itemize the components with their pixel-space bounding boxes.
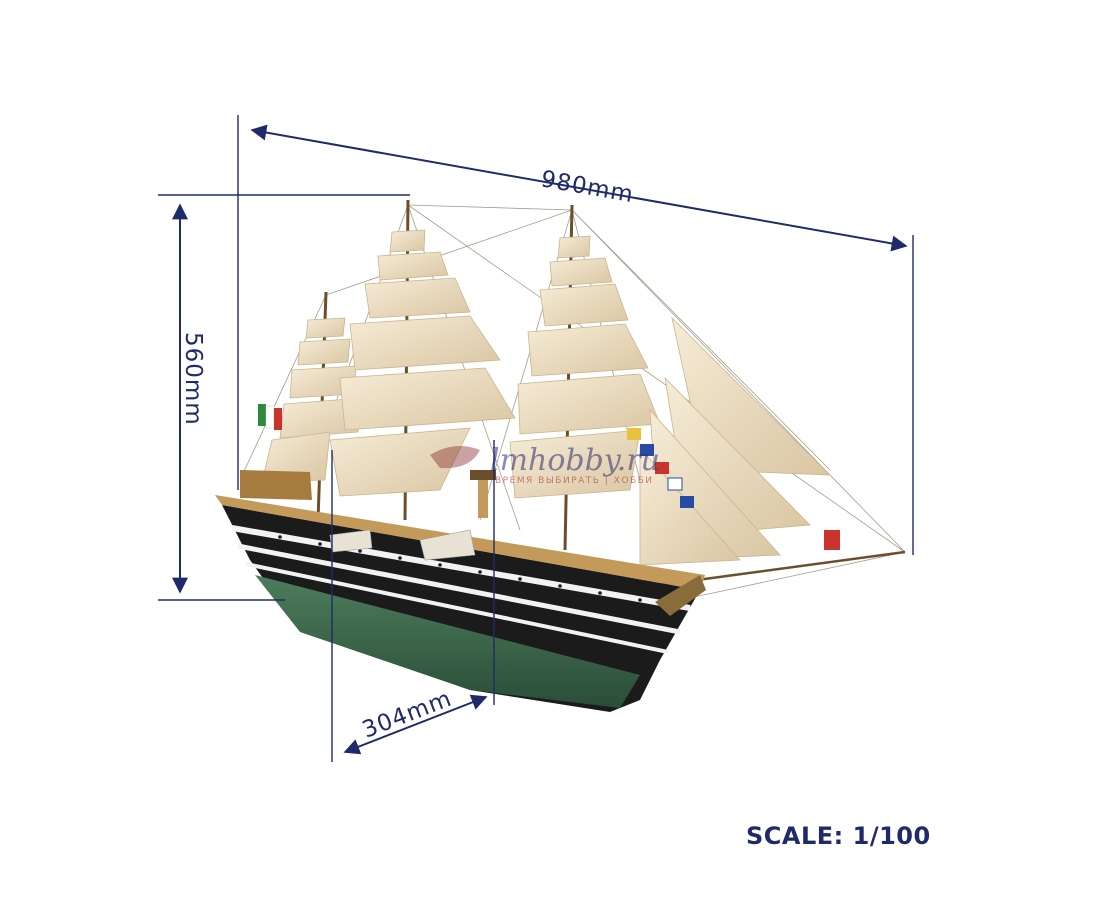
dimension-arrow-beam [343, 694, 488, 755]
ship-model-image [215, 199, 906, 712]
main-sails [329, 229, 516, 497]
watermark-tagline: ВРЕМЯ ВЫБИРАТЬ | ХОББИ [495, 476, 654, 486]
fore-sails [509, 235, 661, 499]
watermark-brand: lmhobby.ru [490, 443, 660, 478]
dimension-arrow-length [250, 124, 908, 252]
dimension-label-length: 980mm [539, 166, 636, 208]
dimension-label-height: 560mm [180, 332, 206, 426]
hull [215, 470, 706, 712]
watermark-logo: lmhobby.ru ВРЕМЯ ВЫБИРАТЬ | ХОББИ [430, 443, 660, 486]
signal-flags [258, 404, 840, 550]
scale-label: SCALE: 1/100 [746, 822, 931, 850]
dimension-arrows [172, 124, 908, 755]
mizzen-sails [261, 317, 363, 483]
jib-sails [639, 316, 832, 566]
dimension-label-beam: 304mm [359, 686, 456, 744]
